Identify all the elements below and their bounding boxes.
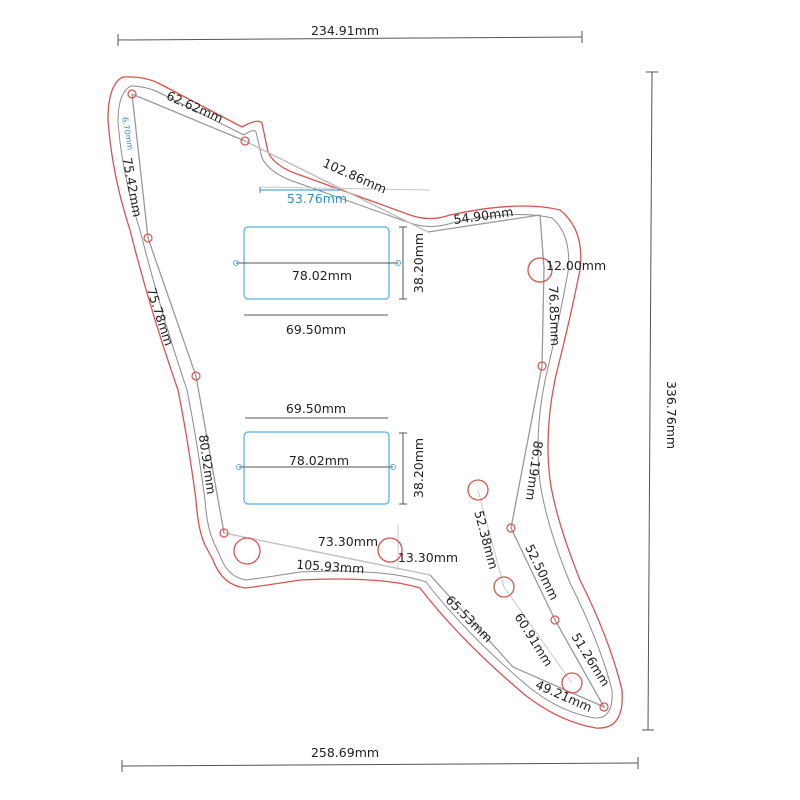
pickguard-outline: [107, 76, 623, 729]
top-offset-label: 53.76mm: [287, 191, 347, 206]
right-upper-edge-label: 76.85mm: [546, 286, 563, 347]
pickguard-inner-outline: [117, 85, 613, 719]
top-offset-dimension: 53.76mm: [259, 187, 347, 206]
bottom-width-label: 258.69mm: [311, 745, 379, 760]
screw-hole: [537, 361, 547, 371]
pickup-cutout-2: 78.02mm 69.50mm 38.20mm: [236, 401, 426, 505]
top-width-label: 234.91mm: [311, 23, 379, 38]
hole-diameter-label: 12.00mm: [546, 258, 606, 273]
control-hole: [493, 576, 515, 598]
guide-line-controls: [477, 489, 505, 588]
control-spacing-b-label: 60.91mm: [512, 610, 557, 669]
guide-line-top: [244, 140, 429, 233]
screw-hole: [127, 89, 137, 99]
control-spacing-a-label: 52.38mm: [471, 509, 501, 571]
left-middle-edge-label: 75.78mm: [144, 286, 177, 348]
pickup-1-length-label: 78.02mm: [292, 268, 352, 283]
pickup-2-height-label: 38.20mm: [411, 438, 426, 498]
screw-hole: [191, 371, 201, 381]
screw-hole: [550, 615, 560, 625]
screw-holes: [127, 89, 609, 712]
guide-line-offset: [259, 186, 431, 191]
control-hole: [233, 537, 261, 565]
top-width-dimension: 234.91mm: [117, 23, 583, 46]
guide-line-controls-2: [503, 586, 573, 684]
bottom-width-dimension: 258.69mm: [121, 745, 639, 772]
screw-hole: [219, 528, 229, 538]
screw-hole: [506, 523, 516, 533]
height-dimension: 336.76mm: [642, 71, 679, 731]
switch-hole: [527, 257, 553, 283]
height-label: 336.76mm: [664, 381, 679, 449]
screw-hole: [143, 233, 153, 243]
left-margin-label: 6.70mm: [120, 116, 135, 151]
bottom-control-spacing-label: 73.30mm: [318, 534, 378, 549]
pickup-1-width-label: 69.50mm: [286, 322, 346, 337]
control-hole-label: 13.30mm: [398, 550, 458, 565]
bottom-diagonal-label: 65.53mm: [443, 592, 496, 645]
pickup-2-length-label: 78.02mm: [289, 453, 349, 468]
guide-line-bottom: [223, 532, 431, 576]
control-hole: [467, 479, 489, 501]
control-hole: [377, 537, 403, 563]
left-lower-edge-label: 80.92mm: [196, 434, 219, 496]
pickup-2-width-label: 69.50mm: [286, 401, 346, 416]
pickup-1-height-label: 38.20mm: [411, 233, 426, 293]
control-hole: [561, 672, 583, 694]
pickup-cutout-1: 78.02mm 69.50mm 38.20mm: [233, 226, 426, 337]
bottom-left-long-label: 105.93mm: [296, 557, 365, 577]
screw-hole: [599, 702, 609, 712]
screw-hole: [240, 136, 250, 146]
edge-measure-lines: [131, 93, 606, 709]
control-holes: [233, 257, 583, 694]
